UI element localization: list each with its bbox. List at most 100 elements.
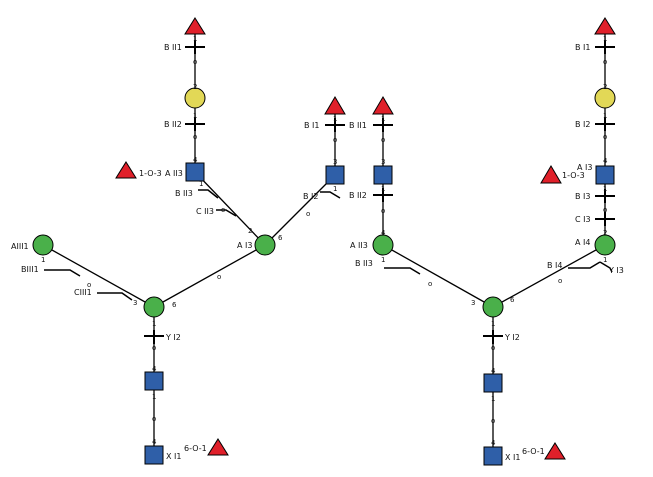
glcnac-square [483,373,503,393]
fragment-label-b-i4: B I4 [547,261,562,270]
fragment-label-b-iii1: BIII1 [21,265,39,274]
glcnac-square [595,165,615,185]
galactose-circle [594,87,616,109]
fragment-label-b-i3: B I3 [575,192,590,201]
fragment-label-x-i1: X I1 [505,453,520,462]
glcnac-square [373,165,393,185]
linkage-position: 1 [333,185,337,193]
fragment-label-a-i3: A I3 [577,163,592,172]
linkage-position: 3 [471,299,475,307]
mannose-circle [594,234,616,256]
linkage-position: 4 [381,229,386,237]
monosaccharide-symbols [32,17,616,466]
glycosidic-bonds [42,28,606,456]
mannose-circle [32,234,54,256]
glcnac-square [483,446,503,466]
linkage-position: 1 [381,185,385,193]
fragment-label-c-ii3: C II3 [196,207,214,216]
linkage-oxygen: o [221,206,225,214]
linkage-position: 1 [152,393,156,401]
glcnac-square [325,165,345,185]
fragment-label-c-i3: C I3 [575,215,591,224]
linkage-position: 4 [193,156,198,164]
fragment-label-b-ii3: B II3 [355,259,373,268]
linkage-position: 1 [41,256,45,264]
fragment-label-a-iii1: AIII1 [11,242,29,251]
fucose-triangle [184,17,206,35]
linkage-position: 1 [381,115,385,123]
fragment-label-b-i2: B I2 [575,120,590,129]
linkage-position: 3 [133,299,137,307]
fragment-label-a-ii3: A II3 [350,241,368,250]
linkage-position: 4 [152,365,157,373]
fucose-linkage-label: 6-O-1 [184,444,207,453]
linkage-position: 1 [152,320,156,328]
linkage-position: 4 [491,367,496,375]
linkage-oxygen: o [193,133,197,141]
fragment-label-x-i1: X I1 [166,452,181,461]
linkage-oxygen: o [217,273,221,281]
glcnac-square [185,162,205,182]
linkage-position: 1 [603,112,607,120]
linkage-position: 6 [172,301,177,309]
linkage-position: 1 [333,115,337,123]
fucose-linkage-label: 6-O-1 [522,447,545,456]
linkage-position: 2 [603,229,607,237]
linkage-position: 1 [193,35,197,43]
linkage-position: 3 [333,158,337,166]
galactose-circle [184,87,206,109]
linkage-oxygen: o [558,277,562,285]
linkage-position: 2 [603,83,607,91]
fragment-label-y-i3: Y I3 [608,266,624,275]
glcnac-square [144,371,164,391]
linkage-position: 1 [381,256,385,264]
linkage-position: 4 [152,438,157,446]
mannose-circle [143,296,165,318]
linkage-position: 4 [491,439,496,447]
linkage-position: 1 [603,35,607,43]
fucose-triangle [372,96,394,115]
linkage-position: 1 [603,256,607,264]
fucose-triangle [324,96,346,115]
linkage-position: 1 [491,395,495,403]
linkage-oxygen: o [491,417,495,425]
fragment-label-a-i3: A I3 [237,241,252,250]
fragment-label-b-ii2: B II2 [164,120,182,129]
linkage-oxygen: o [381,207,385,215]
fragment-label-b-i1: B I1 [304,121,319,130]
fucose-triangle [207,438,229,456]
linkage-position: 4 [603,157,608,165]
linkage-oxygen: o [333,136,337,144]
linkage-position: 6 [278,234,283,242]
linkage-oxygen: o [603,206,607,214]
fragment-labels: B II1 B II2 A II3 1-O-3 B II3 C II3 B I1… [11,43,624,462]
fragment-label-a-ii3: A II3 [165,169,183,178]
linkage-oxygen: o [152,344,156,352]
fragment-label-b-ii3: B II3 [175,189,193,198]
linkage-position: 1 [603,185,607,193]
linkage-position: 1 [199,180,203,188]
fragment-cleavage-marks [44,40,615,344]
fragment-label-b-i2: B I2 [303,192,318,201]
fragment-label-b-i1: B I1 [575,43,590,52]
linkage-position: 6 [510,296,515,304]
fragment-label-b-ii1: B II1 [349,121,367,130]
linkage-oxygen: o [306,210,310,218]
linkage-position: 1 [491,320,495,328]
mannose-circle [254,234,276,256]
linkage-annotations: 1 o 2 1 o 4 1 o 2 1 o 3 1 o 6 o 6 1 o 3 … [41,35,608,447]
linkage-position: 2 [248,227,252,235]
linkage-position: 1 [193,112,197,120]
fucose-linkage-label: 1-O-3 [139,169,162,178]
mannose-circle [482,296,504,318]
linkage-oxygen: o [152,415,156,423]
linkage-position: 3 [381,158,385,166]
fucose-triangle [544,442,566,460]
fragment-label-c-iii1: CIII1 [74,288,92,297]
linkage-oxygen: o [87,281,91,289]
fucose-triangle [115,161,137,179]
fragment-label-y-i2: Y I2 [165,333,181,342]
fucose-linkage-label: 1-O-3 [562,171,585,180]
glcnac-square [144,445,164,465]
